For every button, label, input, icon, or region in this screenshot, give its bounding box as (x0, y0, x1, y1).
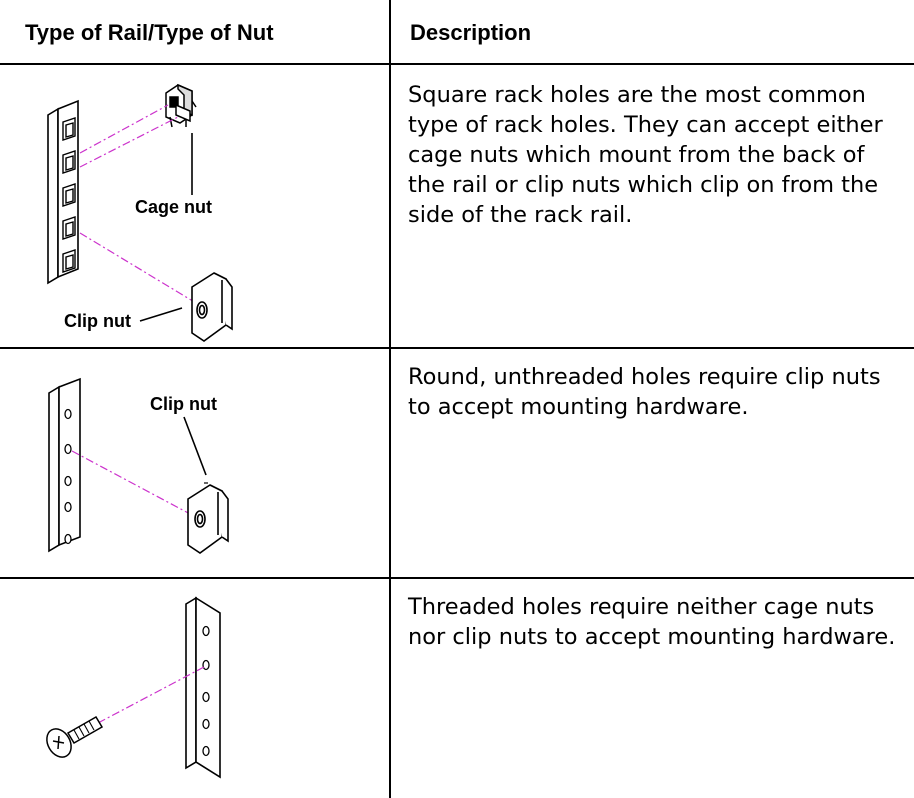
clip-nut-label: Clip nut (150, 394, 217, 414)
round-hole-rail-figure: Clip nut (0, 349, 389, 577)
header-rail-type: Type of Rail/Type of Nut (25, 20, 274, 45)
round-hole-rail (48, 377, 81, 553)
threaded-hole-description: Threaded holes require neither cage nuts… (408, 594, 896, 650)
cage-nut-icon (165, 83, 197, 128)
square-hole-rail-figure: Cage nut Clip nut (0, 65, 389, 347)
screw-icon (46, 715, 104, 758)
header-description: Description (410, 20, 532, 45)
round-hole-rail-illustration: Clip nut (48, 377, 229, 554)
threaded-hole-rail-illustration (46, 596, 221, 779)
threaded-hole-rail (185, 596, 221, 779)
clip-nut-label: Clip nut (64, 311, 131, 331)
square-hole-rail (47, 99, 79, 285)
column-divider (389, 0, 391, 798)
row-divider-1 (0, 347, 914, 349)
square-hole-rail-illustration: Cage nut Clip nut (47, 83, 233, 342)
header-divider (0, 63, 914, 65)
cage-nut-label: Cage nut (135, 197, 212, 217)
row-divider-2 (0, 577, 914, 579)
clip-nut-icon (187, 484, 229, 554)
round-hole-description: Round, unthreaded holes require clip nut… (408, 364, 881, 420)
clip-nut-icon (191, 272, 233, 342)
threaded-hole-rail-figure (0, 579, 389, 798)
square-hole-description: Square rack holes are the most common ty… (408, 82, 883, 228)
